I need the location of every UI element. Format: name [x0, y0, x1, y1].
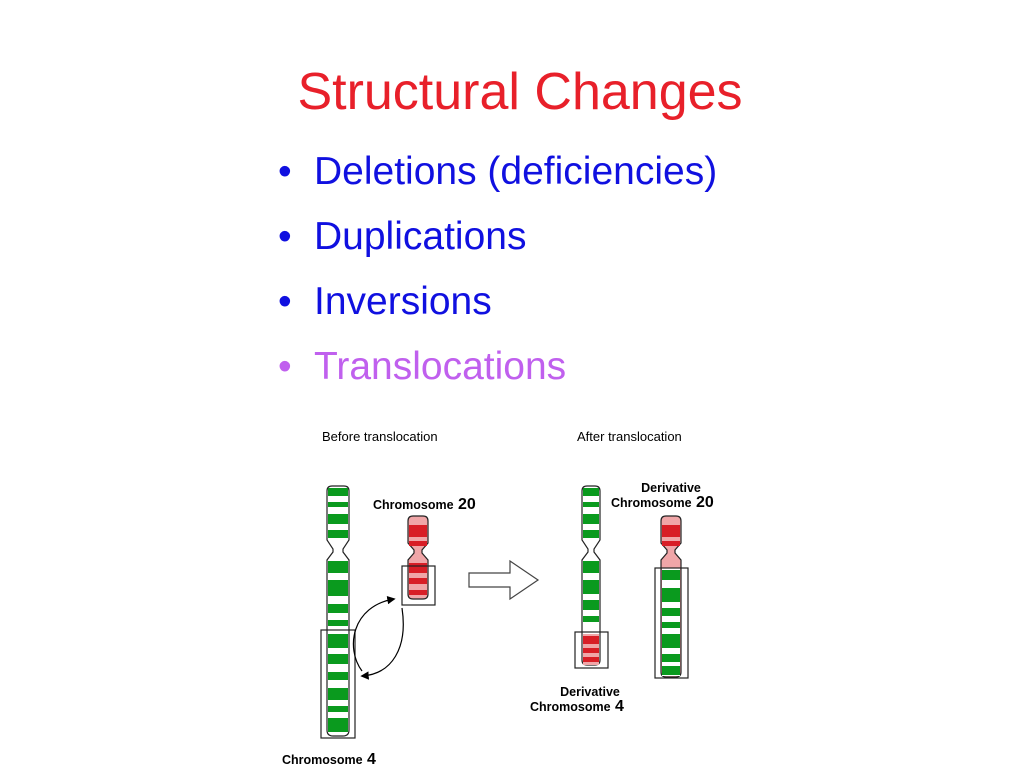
derivative-20-line1: Derivative	[641, 481, 701, 495]
bullet-icon: •	[278, 215, 292, 258]
bullet-item-duplications: • Duplications	[276, 211, 717, 276]
derivative-4-line1: Derivative	[560, 685, 620, 699]
bullet-item-translocations: • Translocations	[276, 341, 717, 406]
chr20-segment-box	[401, 565, 436, 606]
bullet-icon: •	[278, 150, 292, 193]
slide-title: Structural Changes	[297, 63, 743, 121]
bullet-list: • Deletions (deficiencies) • Duplication…	[276, 146, 717, 406]
chromosome-4	[326, 485, 350, 737]
bullet-text: Translocations	[314, 345, 567, 388]
bullet-text: Inversions	[314, 280, 492, 323]
chr4-segment-box	[320, 629, 356, 739]
bullet-item-deletions: • Deletions (deficiencies)	[276, 146, 717, 211]
transition-arrow-icon	[468, 559, 540, 601]
derivative-4-label: Chromosome 4	[530, 698, 624, 715]
derivative-chromosome-4	[581, 485, 601, 666]
bullet-icon: •	[278, 280, 292, 323]
derivative-20-label: Chromosome 20	[611, 494, 714, 511]
after-caption: After translocation	[577, 429, 682, 444]
derivative-chromosome-20	[660, 515, 682, 678]
exchange-arrow-down	[360, 607, 404, 680]
bullet-item-inversions: • Inversions	[276, 276, 717, 341]
exchange-arrow-up	[352, 595, 396, 672]
bullet-icon: •	[278, 345, 292, 388]
deriv4-segment-box	[574, 631, 609, 669]
chromosome-4-label: Chromosome 4	[282, 751, 376, 768]
bullet-text: Duplications	[314, 215, 527, 258]
before-caption: Before translocation	[322, 429, 438, 444]
deriv20-segment-box	[654, 567, 689, 679]
bullet-text: Deletions (deficiencies)	[314, 150, 718, 193]
chromosome-20-label: Chromosome 20	[373, 496, 476, 513]
chromosome-20	[407, 515, 429, 600]
